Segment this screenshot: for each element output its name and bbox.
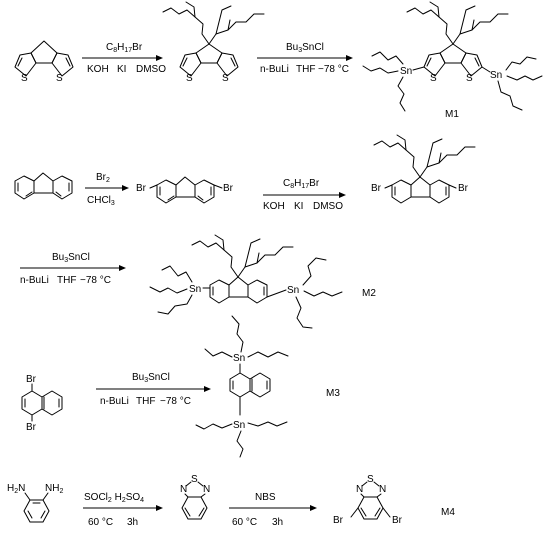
reagent-condition: n-BuLi: [260, 64, 289, 75]
nitrogen-atom-label: N: [356, 484, 363, 495]
bromine-atom-label: Br: [371, 183, 382, 194]
bromine-atom-label: Br: [223, 183, 234, 194]
reaction-arrow: SOCl2 H2SO4 60 °C 3h: [83, 492, 163, 528]
amine-label: NH2: [45, 483, 63, 495]
reagent-condition: n-BuLi: [20, 275, 49, 286]
reagent-above: Br2: [96, 172, 110, 184]
compound-label-m1: M1: [445, 109, 459, 120]
m3-product-structure: Sn Sn: [195, 315, 289, 458]
alkylated-dibromofluorene-intermediate: Br Br: [371, 134, 476, 204]
tin-atom-label: Sn: [233, 420, 245, 431]
reaction-arrow: C8H17Br KOH KI DMSO: [263, 178, 346, 212]
sulfur-atom-label: S: [222, 73, 229, 84]
reagent-condition: KI: [294, 201, 303, 212]
reaction-arrow: NBS 60 °C 3h: [229, 492, 317, 528]
reagent-above: NBS: [255, 492, 276, 503]
reagent-condition: n-BuLi: [100, 396, 129, 407]
phenylenediamine-starting-material: H2N NH2: [7, 483, 63, 523]
sulfur-atom-label: S: [21, 73, 28, 84]
m2-product-structure: Sn Sn: [149, 234, 343, 329]
reaction-arrow: Bu3SnCl n-BuLi THF −78 °C: [96, 372, 211, 407]
sulfur-atom-label: S: [186, 73, 193, 84]
reaction-arrow: C8H17Br KOH KI DMSO: [82, 42, 166, 75]
sulfur-atom-label: S: [56, 73, 63, 84]
bromine-atom-label: Br: [26, 422, 37, 433]
tin-atom-label: Sn: [233, 353, 245, 364]
amine-label: H2N: [7, 483, 25, 495]
nitrogen-atom-label: N: [203, 484, 210, 495]
bromine-atom-label: Br: [26, 374, 37, 385]
reagent-condition: THF: [57, 275, 76, 286]
compound-label-m2: M2: [362, 288, 376, 299]
reagent-condition: 3h: [127, 517, 138, 528]
reagent-above: Bu3SnCl: [52, 252, 90, 264]
bromine-atom-label: Br: [392, 515, 403, 526]
reagent-condition: −78 °C: [318, 64, 349, 75]
dibromonaphthalene-starting-material: Br Br: [21, 374, 63, 433]
reaction-arrow: Br2 CHCl3: [85, 172, 129, 207]
tin-atom-label: Sn: [490, 70, 502, 81]
reagent-condition: 60 °C: [88, 517, 113, 528]
reagent-above: C8H17Br: [283, 178, 320, 190]
compound-label-m3: M3: [326, 388, 340, 399]
alkylated-dithiophene-intermediate: S S: [162, 1, 265, 84]
dibromofluorene-intermediate: Br Br: [136, 176, 234, 204]
compound-label-m4: M4: [441, 507, 455, 518]
reagent-condition: KI: [117, 64, 126, 75]
reagent-condition: 3h: [272, 517, 283, 528]
reagent-condition: −78 °C: [80, 275, 111, 286]
reagent-condition: KOH: [263, 201, 285, 212]
reagent-condition: DMSO: [313, 201, 343, 212]
dibromobenzothiadiazole-product: S N N Br Br: [333, 474, 403, 526]
nitrogen-atom-label: N: [180, 484, 187, 495]
reagent-above: SOCl2 H2SO4: [84, 492, 144, 504]
sulfur-atom-label: S: [466, 73, 473, 84]
bromine-atom-label: Br: [136, 183, 147, 194]
sulfur-atom-label: S: [191, 474, 198, 485]
tin-atom-label: Sn: [400, 66, 412, 77]
tin-atom-label: Sn: [189, 284, 201, 295]
m1-product-structure: S S Sn Sn: [362, 1, 543, 112]
tin-atom-label: Sn: [287, 285, 299, 296]
reagent-condition: THF: [296, 64, 315, 75]
reagent-above: C8H17Br: [106, 42, 143, 54]
reagent-condition: 60 °C: [232, 517, 257, 528]
bromine-atom-label: Br: [458, 183, 469, 194]
reagent-above: Bu3SnCl: [286, 42, 324, 54]
reagent-condition: THF: [136, 396, 155, 407]
reagent-condition: DMSO: [136, 64, 166, 75]
reaction-arrow: Bu3SnCl n-BuLi THF −78 °C: [257, 42, 353, 75]
benzothiadiazole-intermediate: S N N: [180, 474, 210, 520]
reagent-condition: KOH: [87, 64, 109, 75]
reagent-above: Bu3SnCl: [132, 372, 170, 384]
nitrogen-atom-label: N: [379, 484, 386, 495]
fluorene-starting-material: [14, 172, 73, 200]
sulfur-atom-label: S: [430, 73, 437, 84]
reagent-condition: −78 °C: [160, 396, 191, 407]
bromine-atom-label: Br: [333, 515, 344, 526]
reagent-condition: CHCl3: [87, 195, 115, 207]
sulfur-atom-label: S: [367, 474, 374, 485]
reaction-arrow: Bu3SnCl n-BuLi THF −78 °C: [20, 252, 126, 286]
dithiophene-starting-material: S S: [14, 40, 74, 84]
